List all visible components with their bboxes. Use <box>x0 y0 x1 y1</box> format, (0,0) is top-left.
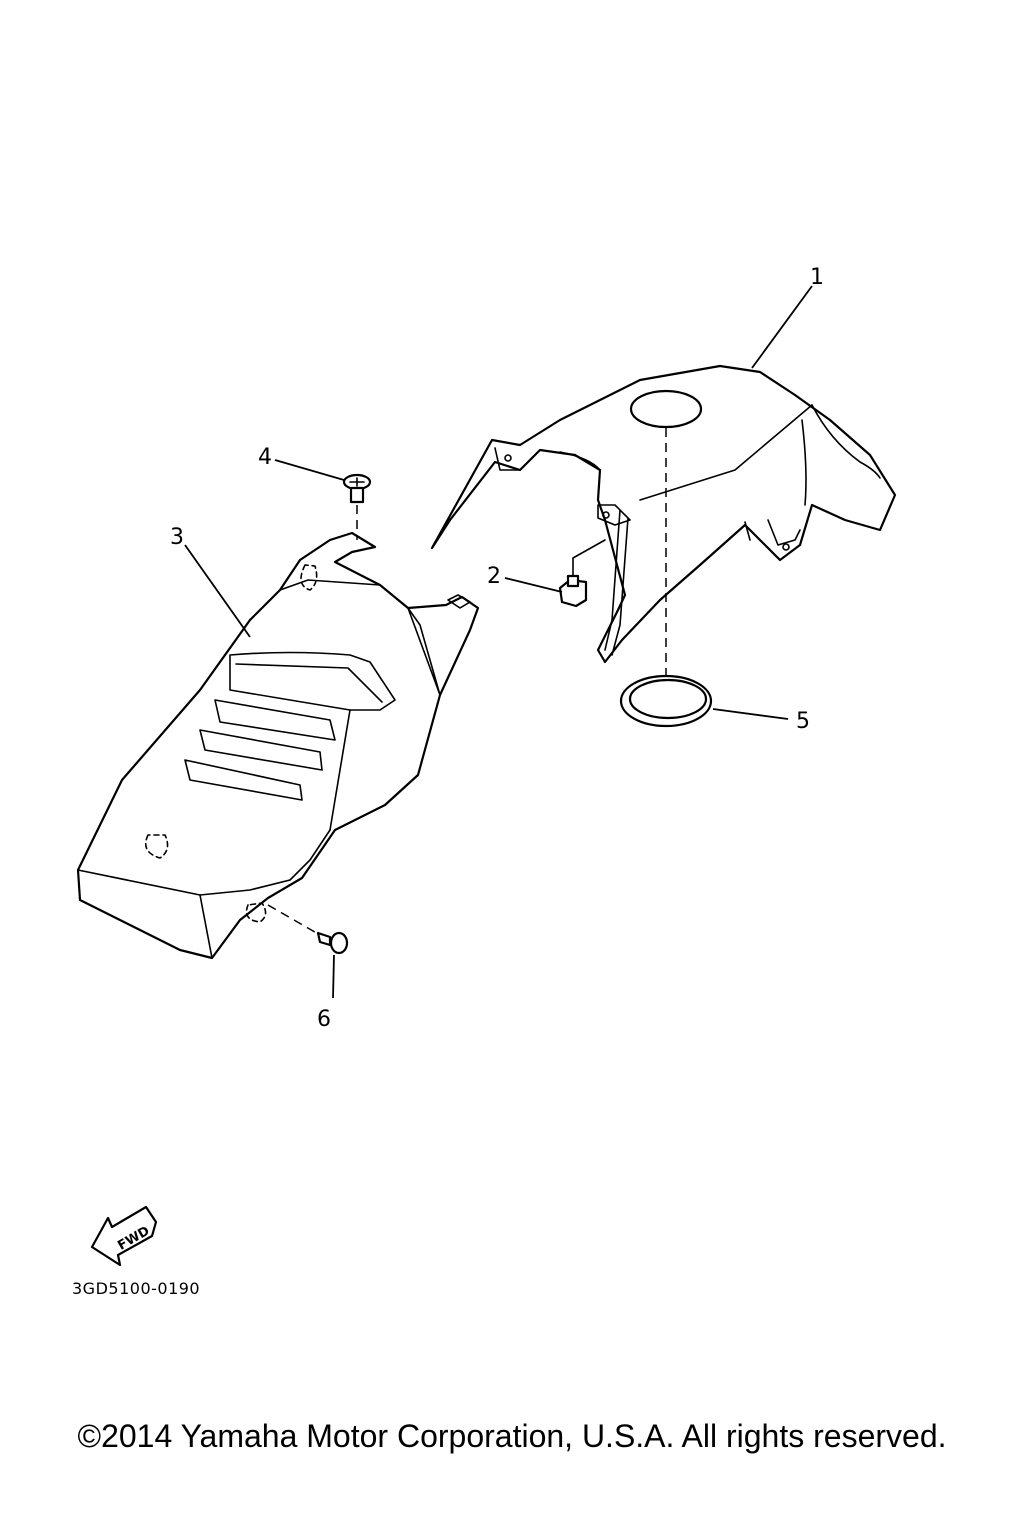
callout-3: 3 <box>170 525 184 550</box>
diagram-code: 3GD5100-0190 <box>72 1279 200 1298</box>
rear-cover-icon <box>76 531 480 960</box>
callout-1: 1 <box>810 265 824 290</box>
front-cover-icon <box>430 364 897 664</box>
copyright-notice: ©2014 Yamaha Motor Corporation, U.S.A. A… <box>77 1418 947 1454</box>
callout-2: 2 <box>487 564 501 589</box>
callout-4: 4 <box>258 445 272 470</box>
leader-lines <box>184 285 813 999</box>
bolt-icon <box>267 904 349 955</box>
ring-icon <box>619 428 713 728</box>
callout-5: 5 <box>796 709 810 734</box>
fwd-arrow-icon: FWD <box>90 1205 158 1267</box>
screw-icon <box>342 473 372 540</box>
callout-6: 6 <box>317 1007 331 1032</box>
nut-icon <box>558 539 606 608</box>
